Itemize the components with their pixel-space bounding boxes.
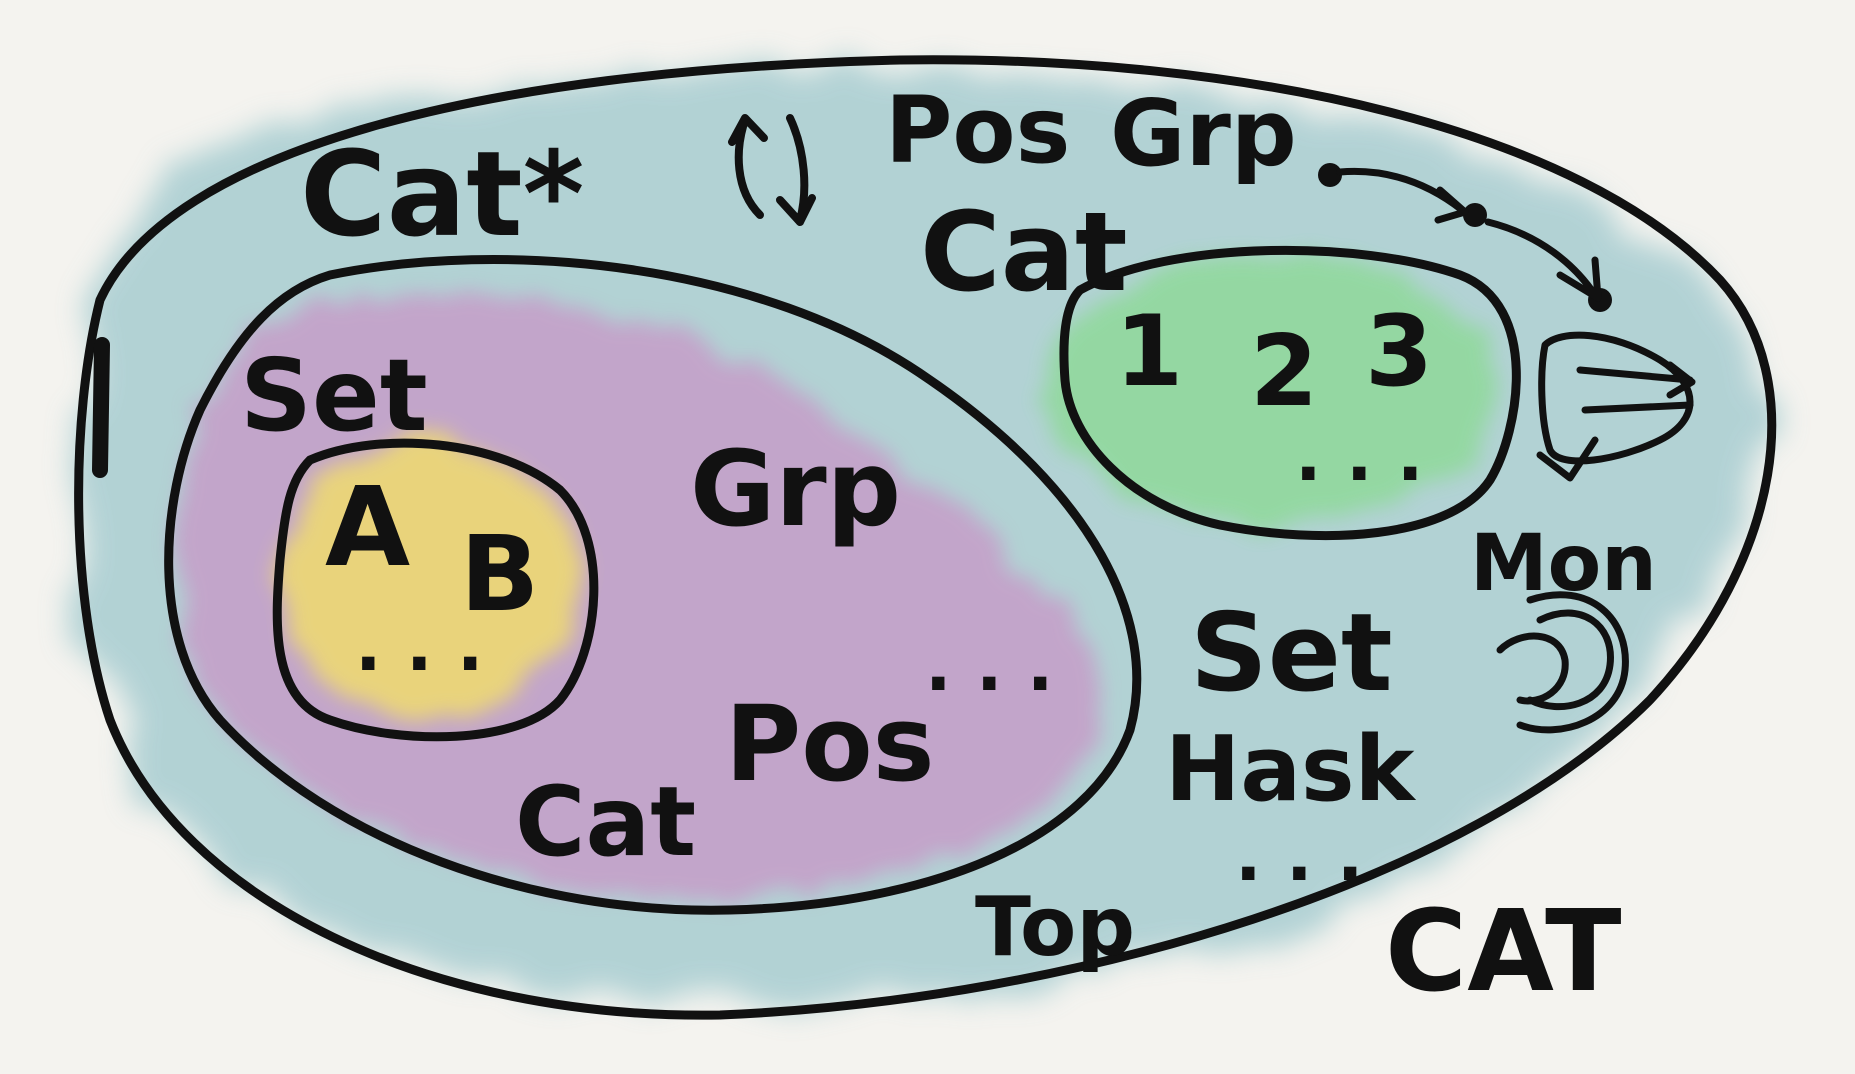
chain-dot-2: [1463, 203, 1487, 227]
mon-loop-outline: [1538, 331, 1694, 465]
discrete-outline: [1059, 245, 1521, 541]
small-set-wash: [280, 440, 580, 720]
discrete-two: 2: [1250, 315, 1318, 429]
label-cat-top: Cat: [920, 188, 1128, 316]
discrete-one: 1: [1115, 295, 1183, 409]
outer-region-stroke-mark: [92, 337, 110, 478]
label-top: Top: [975, 880, 1135, 975]
small-region-b: B: [460, 513, 539, 635]
discrete-wash: [1045, 255, 1495, 525]
label-pos: Pos: [885, 77, 1070, 184]
large-region-cat: Cat: [515, 766, 696, 878]
outer-region-outline: [74, 55, 1777, 1020]
discrete-three: 3: [1365, 295, 1433, 409]
label-cat-star: Cat*: [300, 125, 584, 263]
chain-arrow-2-icon: [1484, 218, 1602, 302]
outer-ellipsis: . . .: [1235, 815, 1364, 897]
small-set-outline: [272, 438, 599, 742]
discrete-ellipsis: . . .: [1295, 415, 1424, 497]
label-grp: Grp: [1110, 80, 1297, 187]
label-mon: Mon: [1470, 519, 1657, 609]
large-region-pos: Pos: [725, 683, 935, 805]
chain-dot-1: [1318, 163, 1342, 187]
large-region-ellipsis: . . .: [925, 625, 1054, 707]
label-outer-cat: CAT: [1385, 887, 1622, 1017]
large-region-grp: Grp: [690, 428, 901, 550]
mon-arrow-down-icon: [1536, 401, 1694, 482]
set-loop-outer-icon: [1516, 591, 1629, 734]
small-set-wash-shape: [280, 440, 580, 720]
duality-arrows-icon: [728, 114, 816, 226]
chain-arrow-1-icon: [1336, 167, 1469, 224]
discrete-wash-shape: [1045, 255, 1495, 525]
large-region-label: Set: [240, 337, 428, 454]
label-hask: Hask: [1165, 717, 1417, 822]
small-region-ellipsis: . . .: [355, 605, 484, 687]
set-loop-icon: [1496, 609, 1614, 711]
small-region-a: A: [325, 463, 410, 591]
large-set-outline: [164, 255, 1142, 915]
mon-arrow-right-icon: [1576, 361, 1696, 399]
label-set-outer: Set: [1190, 591, 1393, 716]
